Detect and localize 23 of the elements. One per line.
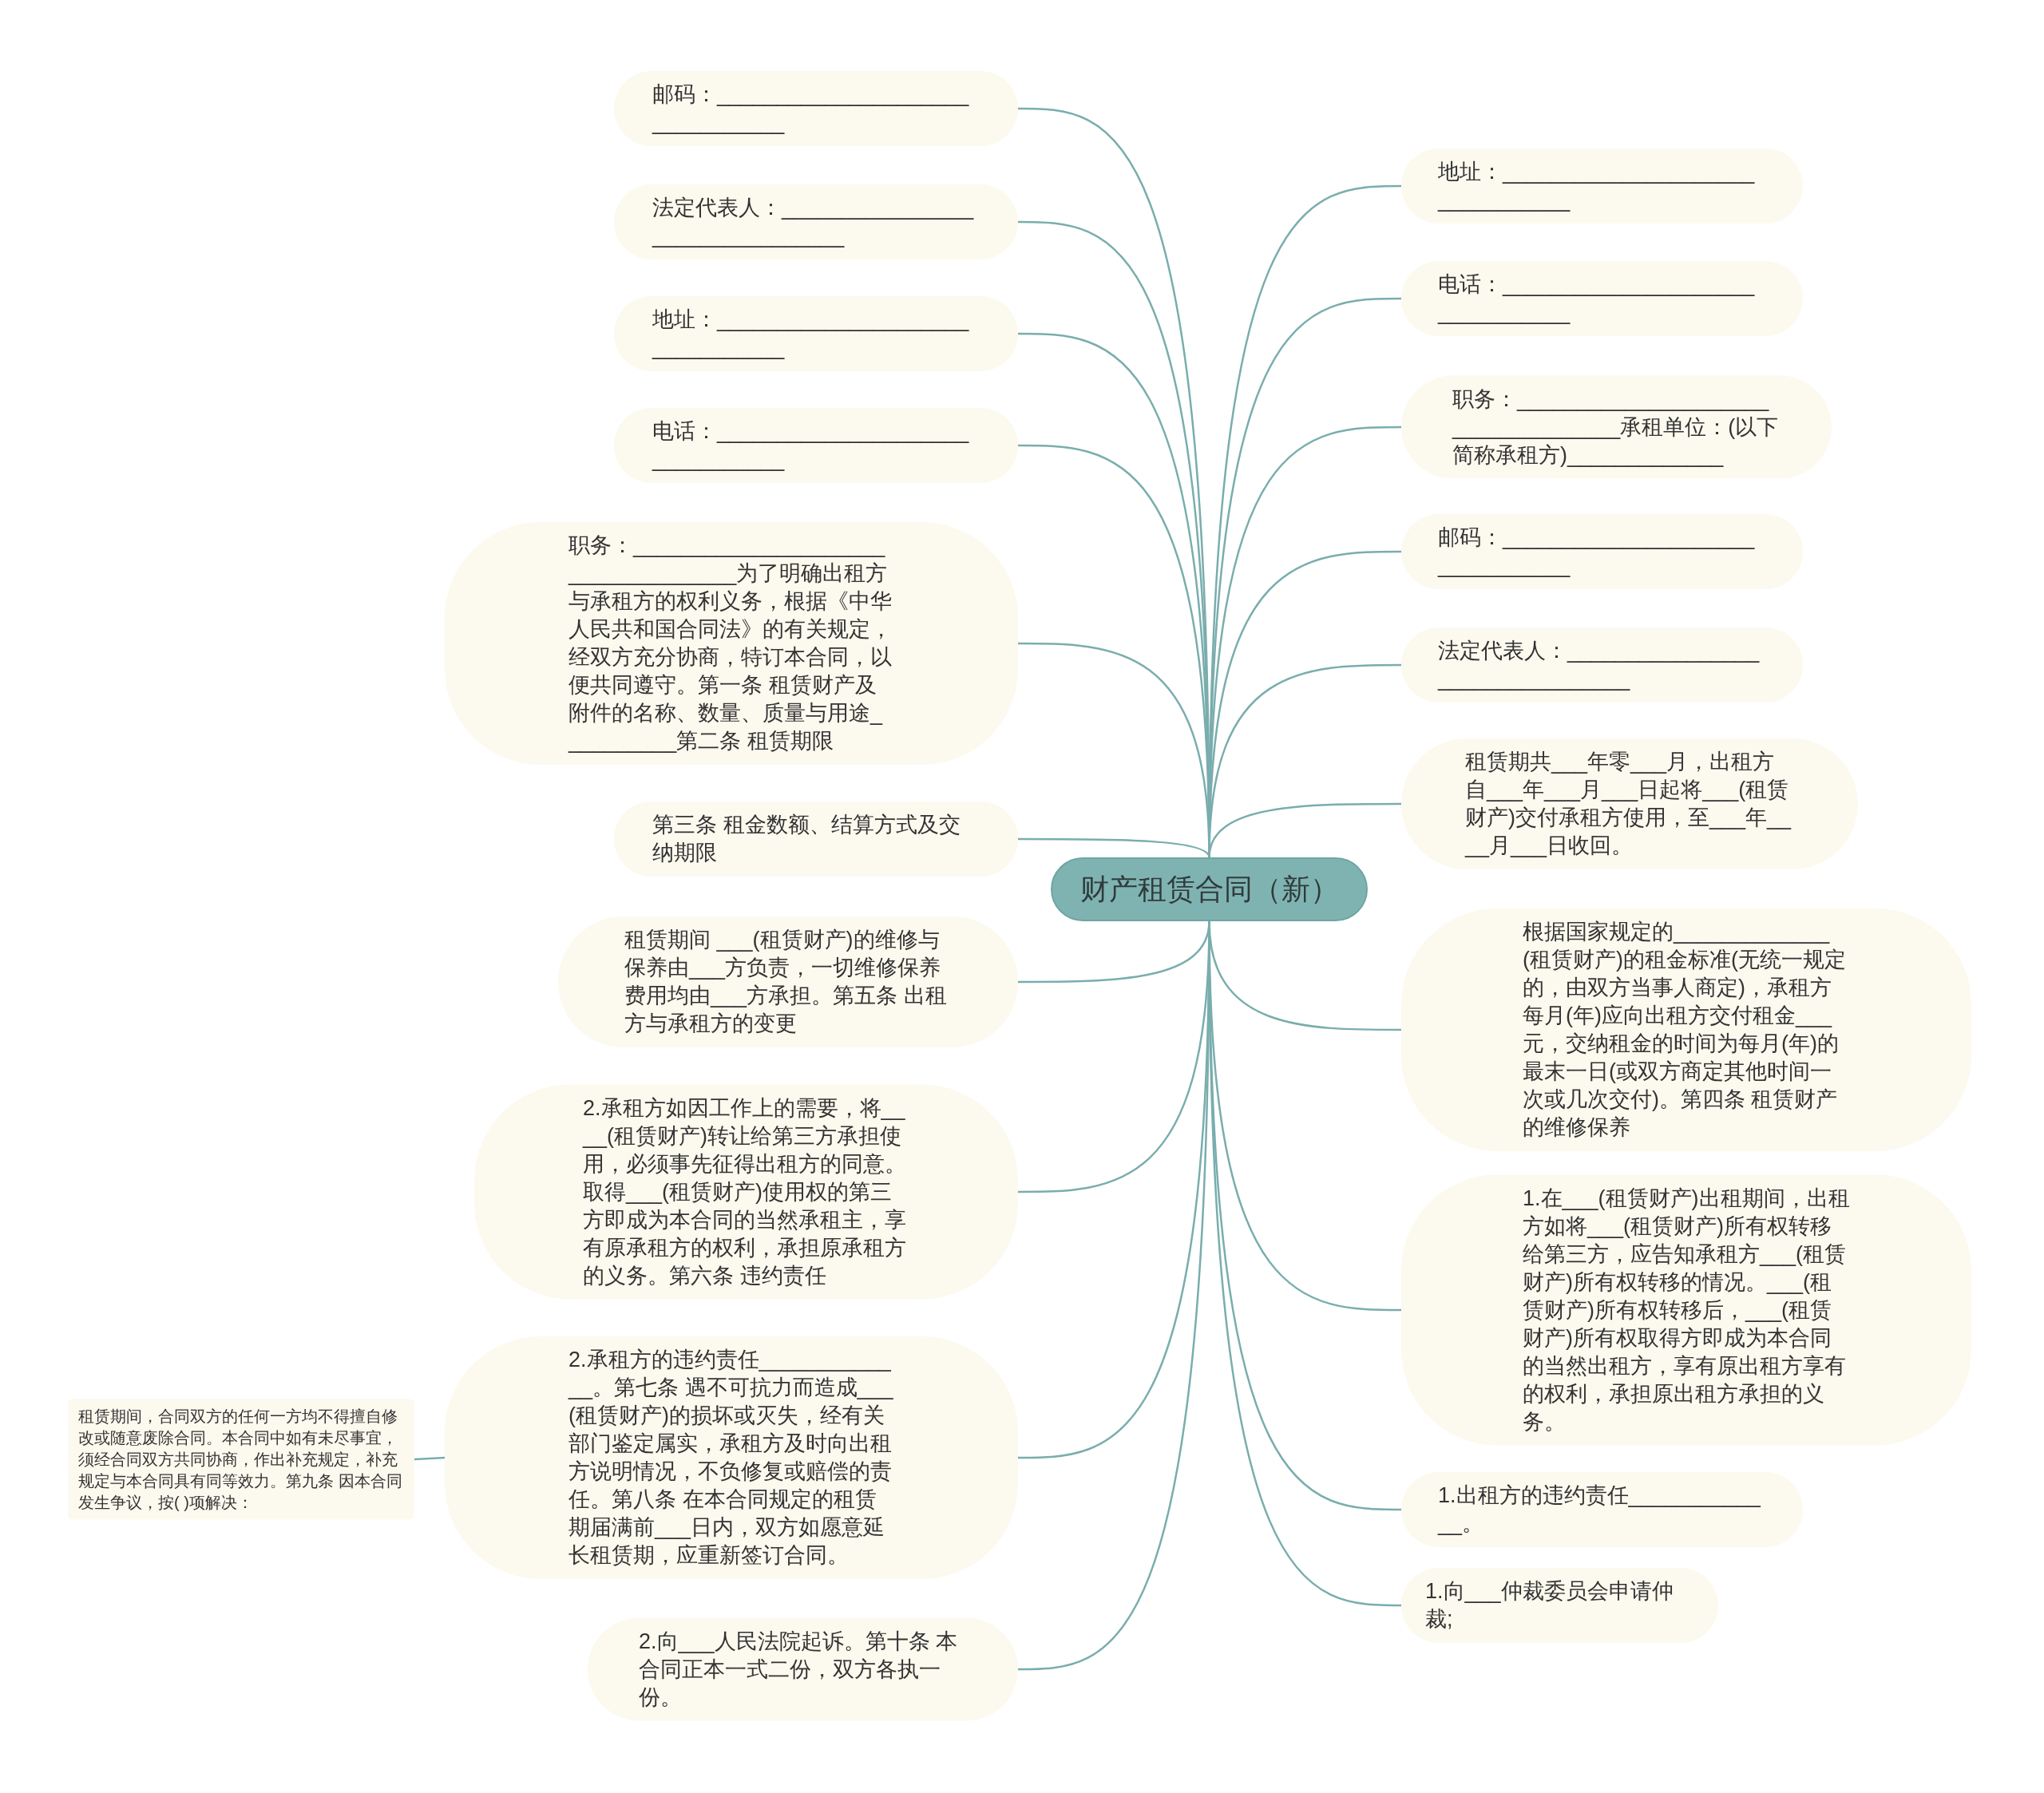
branch-node: 第三条 租金数额、结算方式及交纳期限: [614, 802, 1018, 877]
branch-node: 2.承租方如因工作上的需要，将____(租赁财产)转让给第三方承担使用，必须事先征得出租方的同意。取得___(租赁财产)使用权的第三方即成为本合同的当然承租主，享有原承租方的权利，承担原承租方的义务。第六条 违约责任: [474, 1084, 1018, 1300]
branch-node: 电话：________________________________: [1401, 261, 1803, 336]
branch-node: 地址：________________________________: [1401, 148, 1803, 224]
branch-node: 租赁期共___年零___月，出租方自___年___月___日起将___(租赁财产)交付承租方使用，至___年____月___日收回。: [1401, 738, 1858, 869]
branch-node: 根据国家规定的_____________(租赁财产)的租金标准(无统一规定的，由双方当事人商定)，承租方每月(年)应向出租方交付租金___元，交纳租金的时间为每月(年)的最末一日(或双方商定其他时间一次或几次交付)。第四条 租赁财产的维修保养: [1401, 908, 1971, 1151]
branch-node: 租赁期间 ___(租赁财产)的维修与保养由___方负责，一切维修保养费用均由___方承担。第五条 出租方与承租方的变更: [558, 916, 1018, 1047]
branch-node: 地址：________________________________: [614, 296, 1018, 371]
branch-node: 1.向___仲裁委员会申请仲裁;: [1401, 1568, 1718, 1643]
branch-node: 2.承租方的违约责任_____________。第七条 遇不可抗力而造成___(租赁财产)的损坏或灭失，经有关部门鉴定属实，承租方及时向出租方说明情况，不负修复或赔偿的责任。第八条 在本合同规定的租赁期届满前___日内，双方如愿意延长租赁期，应重新签订合同。: [445, 1336, 1018, 1579]
branch-node: 1.出租方的违约责任_____________。: [1401, 1472, 1803, 1547]
topic-node: 财产租赁合同（新）: [1051, 857, 1368, 921]
branch-node: 法定代表人：________________________________: [1401, 627, 1803, 703]
branch-node: 职务：___________________________________为了明确出租方与承租方的权利义务，根据《中华人民共和国合同法》的有关规定，经双方充分协商，特订本合同，以便共同遵守。第一条 租赁财产及附件的名称、数量、质量与用途__________第二条 租赁期限: [445, 522, 1018, 765]
branch-node: 电话：________________________________: [614, 408, 1018, 483]
branch-node: 职务：___________________________________承租单位：(以下简称承租方)_____________: [1401, 375, 1832, 479]
branch-node: 租赁期间，合同双方的任何一方均不得擅自修改或随意废除合同。本合同中如有未尽事宜，须经合同双方共同协商，作出补充规定，补充规定与本合同具有同等效力。第九条 因本合同发生争议，按( )项解决：: [68, 1399, 414, 1520]
branch-node: 邮码：________________________________: [614, 71, 1018, 146]
branch-node: 法定代表人：________________________________: [614, 184, 1018, 259]
branch-node: 邮码：________________________________: [1401, 514, 1803, 589]
branch-node: 1.在___(租赁财产)出租期间，出租方如将___(租赁财产)所有权转移给第三方，应告知承租方___(租赁财产)所有权转移的情况。___(租赁财产)所有权转移后，___(租赁财产)所有权取得方即成为本合同的当然出租方，享有原出租方享有的权利，承担原出租方承担的义务。: [1401, 1174, 1971, 1446]
connector-line: [414, 1456, 446, 1461]
branch-node: 2.向___人民法院起诉。第十条 本合同正本一式二份，双方各执一份。: [588, 1617, 1018, 1721]
